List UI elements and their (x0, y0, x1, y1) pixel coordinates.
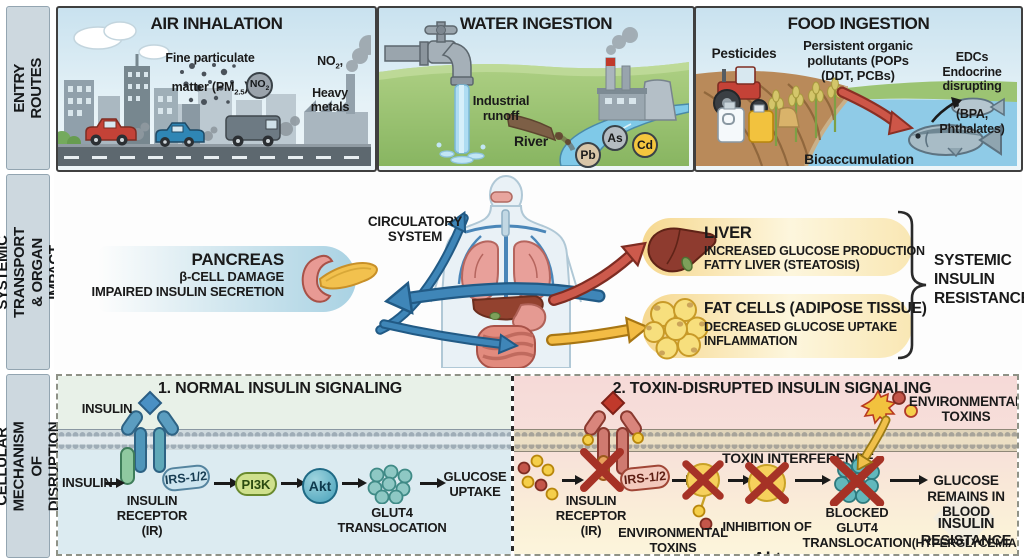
insulin-left-label: INSULIN (62, 475, 113, 490)
insulin-resistance-label: INSULIN RESISTANCE (920, 516, 1012, 549)
liver-effects: INCREASED GLUCOSE PRODUCTION FATTY LIVER… (704, 244, 925, 273)
systemic-insulin-resistance-label: SYSTEMIC INSULIN RESISTANCE (934, 252, 1024, 307)
environmental-toxins-top-icon (856, 389, 918, 470)
no2-badge: NO2 (246, 72, 273, 99)
industrial-runoff-label: Industrial runoff (472, 93, 530, 123)
circulatory-system-label: CIRCULATORY SYSTEM (367, 214, 463, 245)
fat-cells-icon (644, 298, 708, 360)
glut4-icon (367, 464, 413, 504)
band-label-systemic-transport: SYSTEMIC TRANSPORT & ORGAN IMPACT (0, 174, 62, 370)
pancreas-title: PANCREAS (191, 250, 284, 269)
blocked-signal-icon (682, 460, 724, 530)
band-label-cellular-mechanism: CELLULAR MECHANISM OF DISRUPTION (0, 374, 62, 558)
cellular-band: 1. NORMAL INSULIN SIGNALING INSULIN INSU… (56, 374, 1019, 556)
insulin-top-label: INSULIN (81, 401, 133, 416)
hyperglycemia-label: GLUCOSE REMAINS IN BLOOD (HYPERGLYCEMIA) (911, 473, 1017, 550)
edcs-label: EDCs Endocrine disrupting (BPA, Phthalat… (939, 50, 1005, 136)
insulin-receptor-icon (120, 390, 180, 485)
farm-bioaccumulation-scene-icon (696, 66, 1017, 166)
panel-water-ingestion: WATER INGESTION Industrial runoff River … (377, 6, 695, 172)
arsenic-badge: As (602, 125, 628, 151)
pops-label: Persistent organic pollutants (POPs (DDT… (803, 38, 913, 83)
blue-arrow-to-intestines-icon (379, 319, 520, 355)
particulate-dots-icon (180, 63, 236, 105)
insulin-receptor-label: INSULIN RECEPTOR (IR) (555, 493, 627, 538)
lead-badge: Pb (575, 142, 601, 168)
arrow-to-glucose (890, 475, 928, 484)
panel-divider (511, 376, 514, 554)
toxin-dots-icon (517, 454, 559, 501)
factory-icon (597, 27, 677, 121)
panel-disrupted-signaling: 2. TOXIN-DISRUPTED INSULIN SIGNALING (514, 376, 1017, 554)
panel-normal-signaling: 1. NORMAL INSULIN SIGNALING INSULIN INSU… (58, 376, 511, 554)
yellow-arrow-to-fat-icon (546, 316, 650, 346)
wheat-icon (768, 77, 843, 146)
faucet-icon (384, 21, 474, 86)
city-smog-scene-icon (58, 21, 371, 166)
air-panel-title: AIR INHALATION (150, 14, 283, 33)
liver-title: LIVER (704, 224, 752, 242)
inhibition-label: INHIBITION OF Akt ACTIVATION (722, 518, 812, 554)
pi3k-molecule: PI3K (235, 472, 277, 496)
fat-cells-effects: DECREASED GLUCOSE UPTAKE INFLAMMATION (704, 320, 897, 349)
pesticides-label: Pesticides (711, 46, 777, 61)
arrow-pi3k-to-akt (281, 478, 306, 487)
fat-cells-title: FAT CELLS (ADIPOSE TISSUE) (704, 300, 927, 317)
water-panel-title: WATER INGESTION (459, 14, 613, 33)
environmental-toxins-top-label: ENVIRONMENTAL TOXINS (908, 394, 1017, 425)
arrow-insulin-to-receptor (105, 478, 125, 487)
systemic-resistance-bracket (897, 210, 927, 360)
disrupted-insulin-receptor-icon (580, 390, 644, 492)
environmental-toxins-bottom-label: ENVIRONMENTAL TOXINS (618, 525, 728, 554)
pancreas-effects: β-CELL DAMAGE IMPAIRED INSULIN SECRETION (91, 269, 285, 299)
arrow-to-akt-block (728, 475, 752, 484)
pancreas-icon (301, 254, 378, 303)
liver-icon (647, 227, 717, 273)
arrow-to-glut4-block (795, 475, 831, 484)
disrupted-panel-title: 2. TOXIN-DISRUPTED INSULIN SIGNALING (612, 380, 932, 397)
blocked-glut4-label: BLOCKED GLUT4 TRANSLOCATION (802, 505, 912, 550)
irs-molecule: IRS-1/2 (618, 463, 672, 493)
fish-icon (908, 97, 1005, 158)
river-label: River (513, 133, 549, 149)
pm-label: Fine particulate matter (PM2.5) (165, 51, 255, 97)
transport-arrows (375, 210, 650, 355)
akt-blocked-icon (745, 462, 789, 504)
arrow-akt-to-glut4 (342, 478, 367, 487)
panel-air-inhalation: AIR INHALATION Fine particulate matter (… (56, 6, 377, 172)
insulin-receptor-label: INSULIN RECEPTOR (IR) (116, 493, 188, 538)
normal-panel-title: 1. NORMAL INSULIN SIGNALING (157, 380, 403, 397)
akt-molecule: Akt (302, 468, 338, 504)
pesticide-jugs-icon (717, 101, 800, 143)
band-label-text: CELLULAR MECHANISM OF DISRUPTION (0, 421, 63, 511)
arrow-toxins-to-receptor (562, 475, 584, 484)
food-panel-title: FOOD INGESTION (787, 14, 930, 33)
glucose-uptake-label: GLUCOSE UPTAKE (443, 469, 507, 499)
panel-food-ingestion: FOOD INGESTION Pesticides Persistent org… (694, 6, 1023, 172)
glut4-label: GLUT4 TRANSLOCATION (337, 505, 447, 535)
arrow-irs-to-pi3k (214, 478, 239, 487)
systemic-band: CIRCULATORY SYSTEM PANCREAS β-CELL DAMAG… (54, 172, 1024, 370)
no2-heavy-metals-label: NO2, Heavy metals (310, 54, 350, 115)
red-arrow-to-liver-icon (548, 241, 647, 306)
cadmium-badge: Cd (632, 132, 658, 158)
band-label-text: ENTRY ROUTES (10, 57, 46, 119)
blocked-glut4-icon (829, 456, 885, 506)
band-label-entry-routes: ENTRY ROUTES (6, 6, 50, 170)
arrow-glut4-to-glucose (420, 478, 446, 487)
bioaccumulation-label: Bioaccumulation (804, 151, 914, 167)
